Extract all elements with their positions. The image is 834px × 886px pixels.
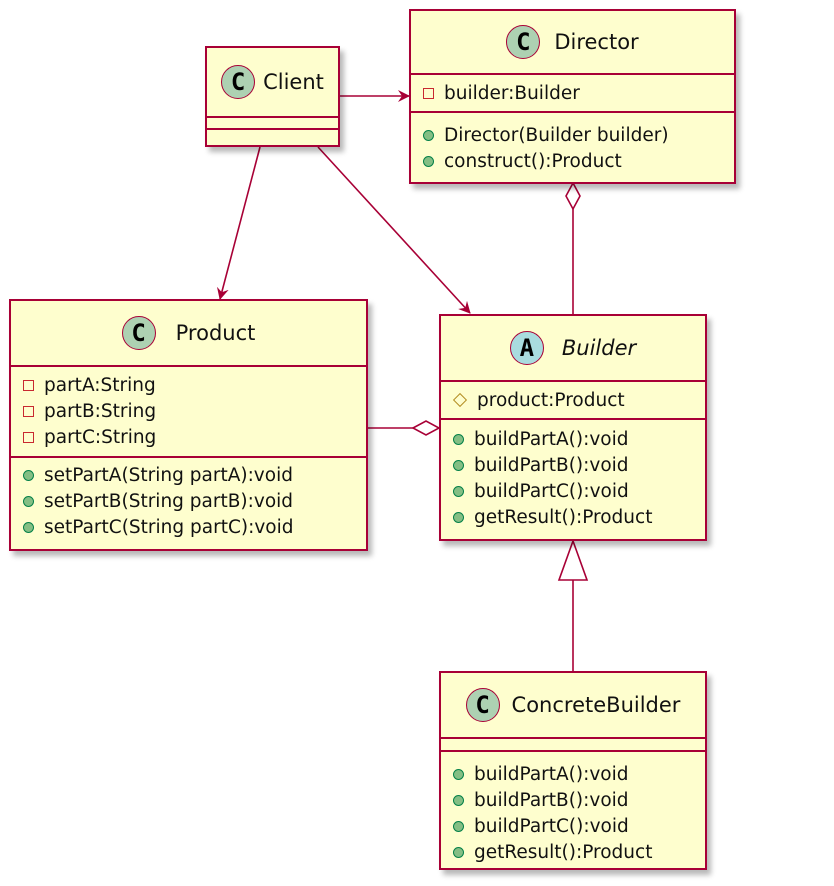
method-row: buildPartC():void [453,813,697,839]
public-visibility-icon [423,155,434,167]
method-row: setPartA(String partA):void [23,462,358,488]
class-product-header: C Product [11,301,366,367]
method-row: setPartB(String partB):void [23,488,358,514]
class-builder-methods: buildPartA():void buildPartB():void buil… [441,420,705,534]
method-text: setPartB(String partB):void [44,490,294,512]
class-name: ConcreteBuilder [511,693,681,717]
method-row: getResult():Product [453,839,697,865]
public-visibility-icon [23,521,34,533]
method-row: buildPartC():void [453,478,697,504]
public-visibility-icon [453,820,464,832]
method-row: Director(Builder builder) [423,122,726,148]
attribute-text: partA:String [44,374,156,396]
class-concrete-builder-methods: buildPartA():void buildPartB():void buil… [441,752,705,869]
class-stereotype-icon: C [506,25,541,59]
class-director-header: C Director [411,11,734,75]
private-visibility-icon [23,379,34,391]
class-name: Product [175,321,256,345]
public-visibility-icon [453,485,464,497]
attribute-row: product:Product [452,387,697,413]
method-text: buildPartA():void [474,763,629,785]
method-row: getResult():Product [453,504,697,530]
class-product-attributes: partA:String partB:String partC:String [11,367,366,458]
public-visibility-icon [453,433,464,445]
class-director[interactable]: C Director builder:Builder Director(Buil… [409,9,736,184]
method-text: buildPartB():void [474,789,629,811]
public-visibility-icon [23,495,34,507]
builder-aggregation-diamond [411,420,441,436]
method-text: getResult():Product [474,841,653,863]
class-stereotype-icon: C [465,688,500,722]
class-name: Director [554,30,639,54]
public-visibility-icon [453,846,464,858]
method-row: buildPartB():void [453,787,697,813]
public-visibility-icon [453,511,464,523]
class-stereotype-icon: C [221,65,256,99]
client-product-association [216,146,261,300]
method-row: buildPartA():void [453,761,697,787]
class-name: Client [263,70,324,94]
public-visibility-icon [423,129,434,141]
method-row: buildPartA():void [453,426,697,452]
private-visibility-icon [423,87,434,99]
attribute-row: partC:String [23,424,358,450]
class-director-attributes: builder:Builder [411,75,734,113]
method-text: buildPartA():void [474,428,629,450]
class-builder[interactable]: A Builder product:Product buildPartA():v… [439,314,707,541]
class-stereotype-icon: C [121,316,156,350]
method-row: setPartC(String partC):void [23,514,358,540]
method-text: buildPartC():void [474,815,629,837]
class-client-methods [207,130,338,143]
inheritance-triangle [557,538,589,581]
class-product-methods: setPartA(String partA):void setPartB(Str… [11,458,366,544]
method-text: setPartA(String partA):void [44,464,293,486]
class-director-methods: Director(Builder builder) construct():Pr… [411,113,734,178]
class-client[interactable]: C Client [205,46,340,147]
method-row: construct():Product [423,148,726,174]
method-text: buildPartB():void [474,454,629,476]
method-text: Director(Builder builder) [444,124,669,146]
public-visibility-icon [23,469,34,481]
class-client-attributes [207,118,338,130]
attribute-text: partB:String [44,400,157,422]
class-name: Builder [561,336,637,360]
class-concrete-builder[interactable]: C ConcreteBuilder buildPartA():void buil… [439,671,707,870]
attribute-text: builder:Builder [444,82,580,104]
class-concrete-builder-header: C ConcreteBuilder [441,673,705,739]
attribute-row: partA:String [23,372,358,398]
method-text: buildPartC():void [474,480,629,502]
class-client-header: C Client [207,48,338,118]
public-visibility-icon [453,768,464,780]
method-row: buildPartB():void [453,452,697,478]
attribute-text: partC:String [44,426,157,448]
director-aggregation-diamond [565,181,581,211]
class-product[interactable]: C Product partA:String partB:String part… [9,299,368,551]
attribute-row: builder:Builder [423,80,726,106]
private-visibility-icon [23,431,34,443]
class-builder-attributes: product:Product [441,382,705,420]
method-text: setPartC(String partC):void [44,516,294,538]
attribute-text: product:Product [477,389,625,411]
private-visibility-icon [23,405,34,417]
abstract-stereotype-icon: A [509,331,544,365]
protected-visibility-icon [452,392,468,408]
method-text: getResult():Product [474,506,653,528]
client-builder-association [317,146,471,314]
class-builder-header: A Builder [441,316,705,382]
public-visibility-icon [453,794,464,806]
method-text: construct():Product [444,150,622,172]
attribute-row: partB:String [23,398,358,424]
class-concrete-builder-attributes [441,739,705,752]
public-visibility-icon [453,459,464,471]
